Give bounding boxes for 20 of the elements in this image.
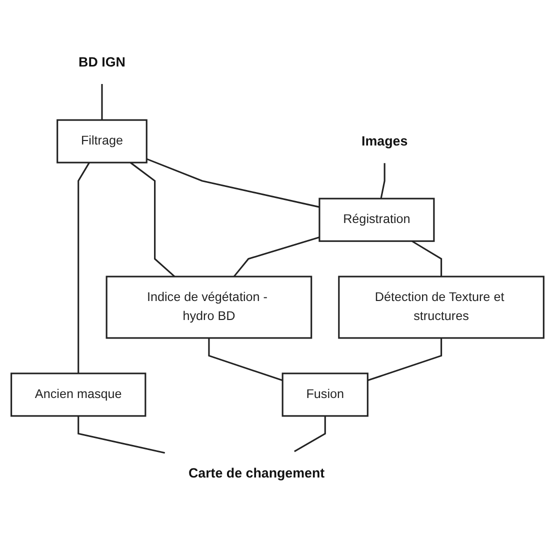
connector [367, 338, 442, 382]
node-box: Régistration [318, 198, 435, 242]
node-box: Ancien masque [10, 372, 146, 418]
node-box: Détection de Texture et structures [338, 276, 544, 340]
connector [412, 240, 442, 277]
node-text: Carte de changement [188, 466, 325, 481]
connector [233, 236, 320, 278]
connector [78, 416, 166, 454]
node-box: Indice de végétation - hydro BD [106, 276, 312, 340]
connector [380, 163, 386, 200]
connector [130, 162, 176, 278]
connector [101, 84, 103, 120]
connector [146, 158, 320, 208]
node-text: Images [362, 134, 408, 149]
connector [78, 162, 90, 374]
connector [294, 416, 326, 452]
connector [208, 338, 283, 382]
node-box: Filtrage [56, 120, 148, 164]
node-text: BD IGN [78, 54, 126, 70]
node-box: Fusion [282, 372, 368, 418]
